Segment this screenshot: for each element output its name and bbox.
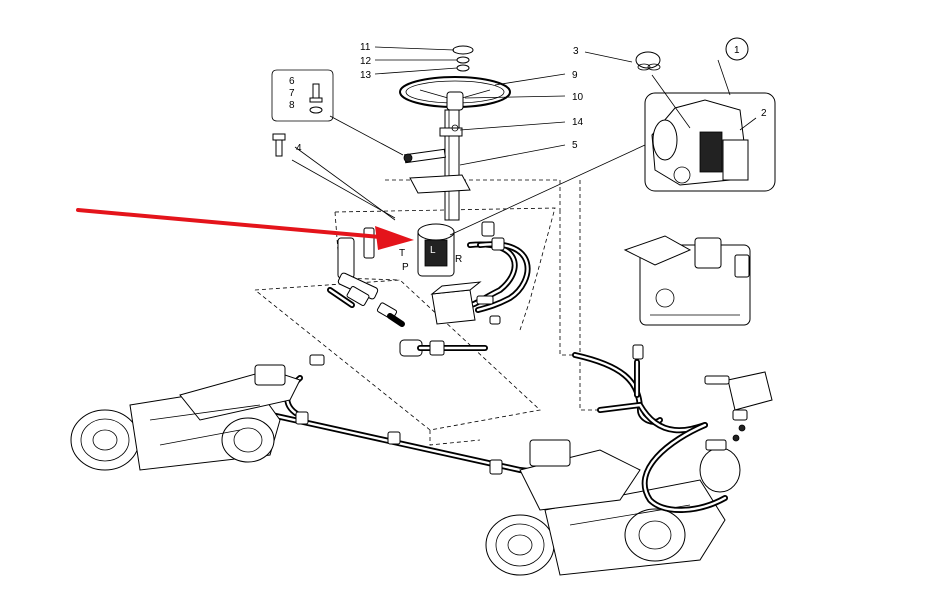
hydraulic-pump [623,235,751,360]
callout-7: 7 [289,88,295,99]
callouts: 11 12 13 9 10 14 5 6 7 8 4 3 1 2 [289,37,767,154]
port-label-p: P [402,262,409,273]
steering-valve: T P R L [399,223,462,277]
callout-9: 9 [572,70,578,81]
callout-11: 11 [360,42,371,53]
callout-8: 8 [289,100,295,111]
callout-6: 6 [289,76,295,87]
callout-10: 10 [572,92,584,103]
fittings-left [271,69,488,357]
port-label-t: T [399,248,405,259]
port-label-r: R [455,254,462,265]
callout-4: 4 [296,143,302,154]
dashed-outlines [254,179,600,446]
detail-inset [449,51,776,236]
callout-1-circle [725,37,749,61]
callout-3: 3 [573,46,579,57]
port-label-l: L [430,245,436,256]
hoses-center [430,221,531,325]
callout-14: 14 [572,117,584,128]
leader-lines [294,46,757,221]
callout-13: 13 [360,70,372,81]
rear-axle [70,364,301,471]
steering-wheel-assembly [399,45,511,221]
callout-12: 12 [360,56,372,67]
callout-2: 2 [761,108,767,119]
callout-5: 5 [572,140,578,151]
red-pointer-arrow [76,208,414,250]
callout-1: 1 [734,45,740,56]
accumulator-hoses [572,352,773,513]
